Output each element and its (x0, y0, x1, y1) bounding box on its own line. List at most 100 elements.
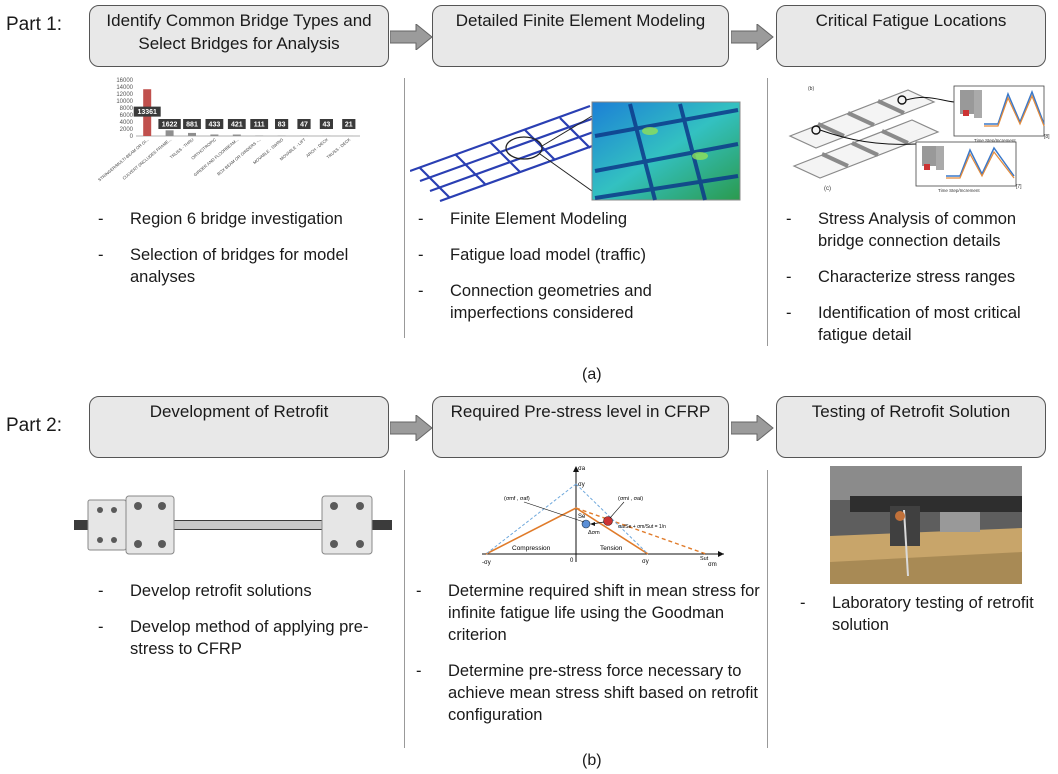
column-divider (767, 78, 768, 346)
y-tick-label: 8000 (120, 106, 134, 112)
point-after-label: (σmf , σaf) (504, 496, 530, 502)
sigma-y-top-label: σy (578, 482, 585, 488)
fe-model-illustration (410, 101, 741, 202)
data-label-bg (227, 119, 246, 129)
column-divider (767, 470, 768, 748)
data-label: 111 (254, 122, 265, 129)
y-tick-label: 12000 (116, 92, 133, 98)
y-tick-label: 14000 (116, 85, 133, 91)
data-label-bg (183, 119, 201, 129)
data-label-bg (158, 119, 181, 129)
bullet-text: Develop method of applying pre-stress to… (130, 618, 369, 658)
bullet-text: Determine pre-stress force necessary to … (448, 662, 758, 724)
data-label: 47 (300, 122, 308, 129)
y-tick-label: 4000 (120, 120, 134, 126)
bar (232, 134, 241, 136)
lab-testing-photo (830, 466, 1022, 584)
bullet-item: Stress Analysis of common bridge connect… (786, 208, 1056, 252)
column-divider (404, 470, 405, 748)
data-label: 13361 (137, 109, 157, 116)
data-label-bg (250, 119, 269, 129)
bullet-item: Laboratory testing of retrofit solution (800, 592, 1050, 636)
bullet-item: Characterize stress ranges (786, 266, 1056, 288)
part1-label: Part 1: (6, 14, 62, 35)
arrow-right-icon (731, 24, 774, 50)
box-title: Testing of Retrofit Solution (811, 402, 1011, 421)
bullet-item: Determine required shift in mean stress … (416, 580, 761, 646)
bullet-item: Develop retrofit solutions (98, 580, 398, 602)
point-before-label: (σmi , σai) (618, 496, 643, 502)
bullet-text: Fatigue load model (traffic) (450, 246, 646, 264)
data-label-bg (297, 119, 311, 129)
plot-axis-label: Time Step/Increment (938, 188, 980, 193)
bullet-item: Determine pre-stress force necessary to … (416, 660, 761, 726)
bullet-text: Selection of bridges for model analyses (130, 246, 349, 286)
box-title: Detailed Finite Element Modeling (455, 11, 706, 30)
axis-label-x: σm (708, 562, 717, 568)
region-compression: Compression (512, 545, 551, 552)
arrow-right-icon (390, 24, 433, 50)
bullet-text: Finite Element Modeling (450, 210, 628, 228)
bullet-text: Connection geometries and imperfections … (450, 282, 652, 322)
bar (188, 132, 196, 136)
bullet-text: Laboratory testing of retrofit solution (832, 594, 1034, 634)
bullet-item: Develop method of applying pre-stress to… (98, 616, 398, 660)
data-label: 433 (209, 122, 221, 129)
data-label-bg (319, 119, 333, 129)
origin-label: 0 (570, 558, 574, 564)
data-label-bg (342, 119, 356, 129)
part1-col1-bullets: Region 6 bridge investigation Selection … (98, 208, 398, 302)
y-tick-label: 16000 (116, 78, 133, 84)
plot-tag: [7] (1016, 184, 1022, 190)
y-tick-label: 6000 (120, 113, 134, 119)
sut-label: Sut (700, 556, 709, 562)
delta-label: Δσm (588, 530, 600, 536)
bullet-item: Identification of most critical fatigue … (786, 302, 1056, 346)
arrow-right-icon (390, 415, 433, 441)
data-label-bg (205, 119, 224, 129)
bar (165, 130, 174, 136)
bullet-item: Finite Element Modeling (418, 208, 748, 230)
part1-col2-bullets: Finite Element Modeling Fatigue load mod… (418, 208, 748, 338)
part2-label: Part 2: (6, 415, 62, 436)
box-title: Required Pre-stress level in CFRP (450, 402, 711, 421)
box-title: Critical Fatigue Locations (815, 11, 1007, 30)
part1-box-fem: Detailed Finite Element Modeling (432, 5, 729, 67)
y-tick-label: 0 (130, 134, 134, 140)
bullet-item: Selection of bridges for model analyses (98, 244, 398, 288)
fatigue-locations-illustration: (b) (c) Time Step/Increment [8] Time Ste… (788, 85, 1050, 193)
plot-tag: [8] (1044, 134, 1050, 140)
part1-box-identify: Identify Common Bridge Types and Select … (89, 5, 389, 67)
data-label: 83 (278, 122, 286, 129)
se-label: Se (578, 514, 586, 520)
part2-box-testing: Testing of Retrofit Solution (776, 396, 1046, 458)
bullet-text: Stress Analysis of common bridge connect… (818, 210, 1017, 250)
box-title: Identify Common Bridge Types and Select … (106, 11, 372, 53)
part2-col2-bullets: Determine required shift in mean stress … (416, 580, 761, 740)
fig-label: (c) (824, 186, 831, 192)
y-tick-label: 10000 (116, 99, 133, 105)
bullet-text: Develop retrofit solutions (130, 582, 312, 600)
part1-box-critical: Critical Fatigue Locations (776, 5, 1046, 67)
fig-label: (b) (808, 86, 814, 92)
axis-label-y: σa (578, 466, 586, 472)
bullet-text: Characterize stress ranges (818, 268, 1016, 286)
box-title: Development of Retrofit (149, 402, 329, 421)
bullet-text: Determine required shift in mean stress … (448, 582, 760, 644)
bar (210, 134, 219, 136)
x-tick-label: CULVERT (INCLUDES FRAME... (121, 137, 172, 181)
data-label: 21 (345, 122, 353, 129)
y-tick-label: 2000 (120, 127, 134, 133)
plot-axis-label: Time Step/Increment (974, 138, 1016, 143)
x-tick-label: TRUSS - DECK (326, 137, 352, 160)
data-label: 421 (231, 122, 243, 129)
bullet-item: Fatigue load model (traffic) (418, 244, 748, 266)
part2-col1-bullets: Develop retrofit solutions Develop metho… (98, 580, 398, 674)
x-tick-label: GIRDER AND FLOORBEAM... (193, 137, 240, 177)
part2-box-retrofit: Development of Retrofit (89, 396, 389, 458)
arrow-right-icon (731, 415, 774, 441)
bullet-text: Identification of most critical fatigue … (818, 304, 1021, 344)
sigma-y-left-label: -σy (482, 560, 491, 566)
data-label-bg (133, 106, 161, 117)
